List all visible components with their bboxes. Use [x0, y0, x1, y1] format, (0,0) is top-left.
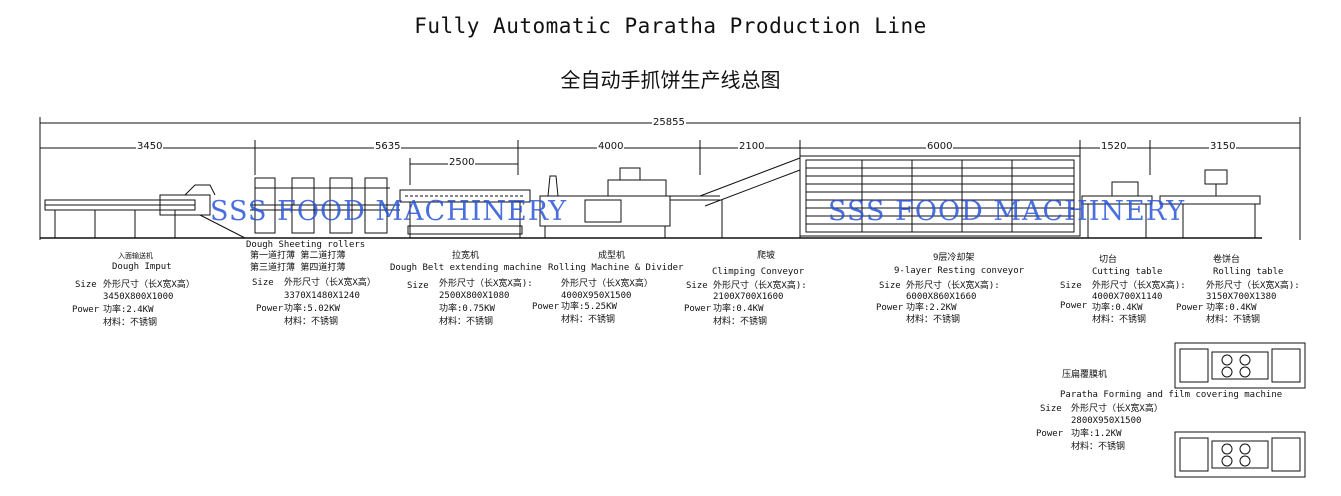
m9-size: 2800X950X1500: [1071, 416, 1142, 426]
m3-size: 2500X800X1080: [439, 291, 510, 301]
m9-cn: 压扁覆膜机: [1062, 370, 1108, 380]
m1-power: 功率:2.4KW: [103, 305, 154, 315]
m1-cn: 入面输送机: [118, 252, 153, 260]
m3-material: 材料：不锈钢: [439, 317, 494, 327]
m5-size-label: Size: [686, 281, 708, 291]
title-chinese: 全自动手抓饼生产线总图: [560, 68, 781, 92]
m9-size-cn: 外形尺寸（长X宽X高）: [1071, 404, 1163, 414]
title-english: Fully Automatic Paratha Production Line: [414, 14, 927, 38]
m2-size-label: Size: [252, 278, 274, 288]
m1-size: 3450X800X1000: [103, 292, 174, 302]
dim-total: 25855: [652, 117, 686, 128]
m8-size-cn: 外形尺寸（长X宽X高):: [1206, 281, 1300, 291]
m2-power: 功率:5.02KW: [284, 304, 340, 314]
m7-power: 功率:0.4KW: [1092, 303, 1143, 313]
watermark-left: SSS FOOD MACHINERY: [210, 196, 568, 227]
m2-cn-1: 第一道打薄 第二道打薄: [250, 251, 346, 261]
m2-material: 材料：不锈钢: [284, 317, 339, 327]
m4-power-label: Power: [532, 302, 560, 312]
m7-size: 4000X700X1140: [1092, 292, 1163, 302]
m6-size-cn: 外形尺寸（长X宽X高):: [906, 281, 1000, 291]
m8-size: 3150X700X1380: [1206, 292, 1277, 302]
m6-material: 材料：不锈钢: [906, 315, 961, 325]
m2-size-cn: 外形尺寸（长X宽X高）: [284, 278, 376, 288]
m4-cn: 成型机: [598, 251, 626, 261]
m2-en: Dough Sheeting rollers: [246, 240, 366, 250]
m4-size: 4000X950X1500: [561, 291, 632, 301]
m6-power-label: Power: [876, 303, 904, 313]
m8-material: 材料：不锈钢: [1206, 315, 1261, 325]
m4-power: 功率:5.25KW: [561, 302, 617, 312]
m6-cn: 9层冷却架: [933, 253, 975, 263]
m6-en: 9-layer Resting conveyor: [894, 266, 1025, 276]
m5-material: 材料：不锈钢: [713, 317, 768, 327]
m9-en: Paratha Forming and film covering machin…: [1060, 390, 1283, 400]
m9-power-label: Power: [1036, 429, 1064, 439]
m5-cn: 爬坡: [757, 251, 776, 261]
m2-cn-2: 第三道打薄 第四道打薄: [250, 263, 346, 273]
m1-size-label: Size: [75, 280, 97, 290]
m2-size: 3370X1480X1240: [284, 291, 360, 301]
m5-size-cn: 外形尺寸（长X宽X高):: [713, 281, 807, 291]
dim-segment-5: 2100: [738, 141, 766, 152]
watermark-right: SSS FOOD MACHINERY: [828, 196, 1186, 227]
m1-material: 材料：不锈钢: [103, 318, 158, 328]
m9-material: 材料：不锈钢: [1071, 442, 1126, 452]
m6-size-label: Size: [879, 281, 901, 291]
dim-segment-6: 6000: [926, 141, 954, 152]
m7-cn: 切台: [1099, 255, 1118, 265]
m1-size-cn: 外形尺寸（长X宽X高）: [103, 280, 195, 290]
m4-en: Rolling Machine & Divider: [548, 263, 684, 273]
m6-power: 功率:2.2KW: [906, 303, 957, 313]
m2-power-label: Power: [256, 304, 284, 314]
m8-en: Rolling table: [1213, 267, 1284, 277]
m7-material: 材料：不锈钢: [1092, 315, 1147, 325]
m5-size: 2100X700X1600: [713, 292, 784, 302]
m5-power: 功率:0.4KW: [713, 304, 764, 314]
m3-size-label: Size: [407, 281, 429, 291]
m8-power: 功率:0.4KW: [1206, 303, 1257, 313]
m7-power-label: Power: [1060, 301, 1088, 311]
m4-material: 材料：不锈钢: [561, 315, 616, 325]
m7-size-cn: 外形尺寸（长X宽X高):: [1092, 281, 1186, 291]
dim-segment-1: 3450: [136, 141, 164, 152]
dim-segment-7: 1520: [1100, 141, 1128, 152]
m7-en: Cutting table: [1092, 267, 1163, 277]
dim-segment-3: 2500: [448, 157, 476, 168]
dim-segment-4: 4000: [597, 141, 625, 152]
m4-size-cn: 外形尺寸（长X宽X高）: [561, 279, 653, 289]
m3-size-cn: 外形尺寸（长X宽X高):: [439, 279, 533, 289]
m5-en: Climping Conveyor: [712, 267, 805, 277]
m3-power: 功率:0.75KW: [439, 304, 495, 314]
dim-segment-8: 3150: [1209, 141, 1237, 152]
m1-en: Dough Imput: [112, 262, 172, 272]
m3-en: Dough Belt extending machine: [390, 263, 542, 273]
m1-power-label: Power: [72, 305, 100, 315]
m9-power: 功率:1.2KW: [1071, 429, 1122, 439]
m9-size-label: Size: [1040, 404, 1062, 414]
m8-cn: 卷饼台: [1213, 255, 1241, 265]
m5-power-label: Power: [684, 304, 712, 314]
m7-size-label: Size: [1060, 281, 1082, 291]
m8-power-label: Power: [1176, 303, 1204, 313]
m6-size: 6000X860X1660: [906, 292, 977, 302]
dim-segment-2: 5635: [374, 141, 402, 152]
m3-cn: 拉宽机: [452, 251, 480, 261]
